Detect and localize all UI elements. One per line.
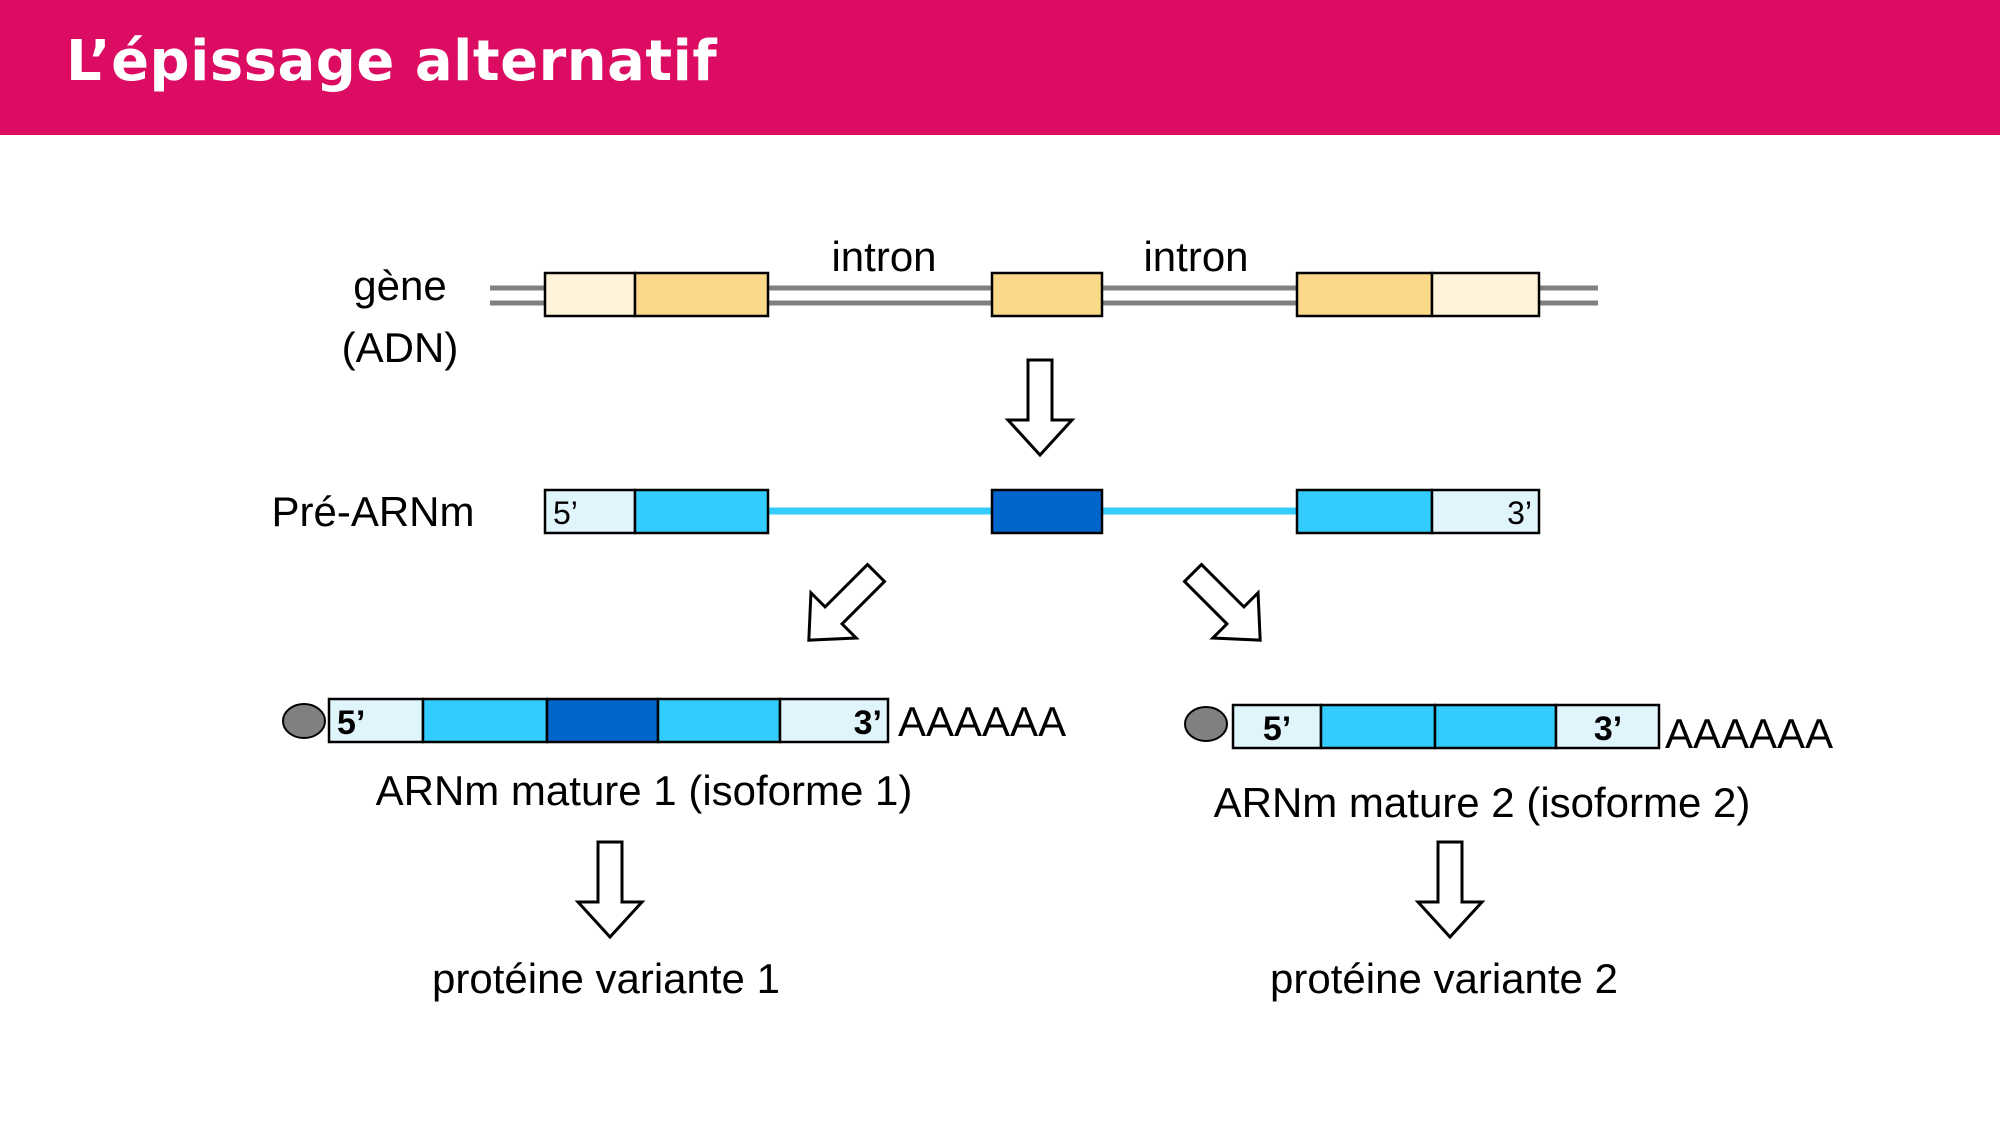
gene-dna <box>490 271 1598 318</box>
cap-icon <box>282 703 326 739</box>
mature2-exon-3 <box>1433 703 1558 750</box>
gene-utr-5 <box>543 271 637 318</box>
mature2-label: ARNm mature 2 (isoforme 2) <box>1214 779 1751 826</box>
protein-variant-2: protéine variante 2 <box>1270 955 1618 1002</box>
mature2-exon-1 <box>1319 703 1437 750</box>
pre-mrna-exon-1 <box>633 488 770 535</box>
pre-mrna-utr-3 <box>1430 488 1541 535</box>
translation-arrow-right-icon <box>1416 840 1484 939</box>
mature1-3prime: 3’ <box>854 704 882 742</box>
cap-icon <box>1184 706 1228 742</box>
pre-mrna-5prime: 5’ <box>553 495 578 531</box>
pre-mrna-exon-3 <box>1295 488 1434 535</box>
mature-mrna-1 <box>327 697 890 744</box>
gene-utr-3 <box>1430 271 1541 318</box>
title-banner: L’épissage alternatif <box>0 0 2000 135</box>
mature1-exon-3 <box>656 697 782 744</box>
mature1-label: ARNm mature 1 (isoforme 1) <box>376 767 913 814</box>
intron-label-right: intron <box>1143 233 1248 280</box>
mature2-utr-3 <box>1554 703 1661 750</box>
pre-mrna-alt-exon <box>990 488 1104 535</box>
pre-mrna-label: Pré-ARNm <box>271 488 474 535</box>
translation-arrow-left-icon <box>576 840 644 939</box>
gene-exon-1 <box>633 271 770 318</box>
mature2-3prime: 3’ <box>1594 710 1622 748</box>
gene-label: gène <box>353 262 446 309</box>
splicing-arrow-right-icon <box>1168 548 1285 665</box>
mature1-5prime: 5’ <box>337 704 365 742</box>
gene-exon-2 <box>990 271 1104 318</box>
splicing-arrow-left-icon <box>784 548 901 665</box>
transcription-arrow-icon <box>1006 358 1074 457</box>
mature1-poly-a: AAAAAA <box>898 698 1066 745</box>
mature1-utr-3 <box>778 697 890 744</box>
mature1-exon-1 <box>421 697 549 744</box>
mature1-alt-exon <box>545 697 660 744</box>
mature-mrna-2 <box>1231 703 1661 750</box>
intron-label-left: intron <box>831 233 936 280</box>
mature2-5prime: 5’ <box>1263 710 1291 748</box>
gene-exon-3 <box>1295 271 1434 318</box>
pre-mrna-3prime: 3’ <box>1507 495 1532 531</box>
pre-mrna <box>543 488 1541 535</box>
mature2-utr-5 <box>1231 703 1323 750</box>
page-title: L’épissage alternatif <box>66 29 718 94</box>
protein-variant-1: protéine variante 1 <box>432 955 780 1002</box>
dna-label: (ADN) <box>342 324 459 371</box>
mature1-utr-5 <box>327 697 425 744</box>
mature2-poly-a: AAAAAA <box>1665 710 1833 757</box>
